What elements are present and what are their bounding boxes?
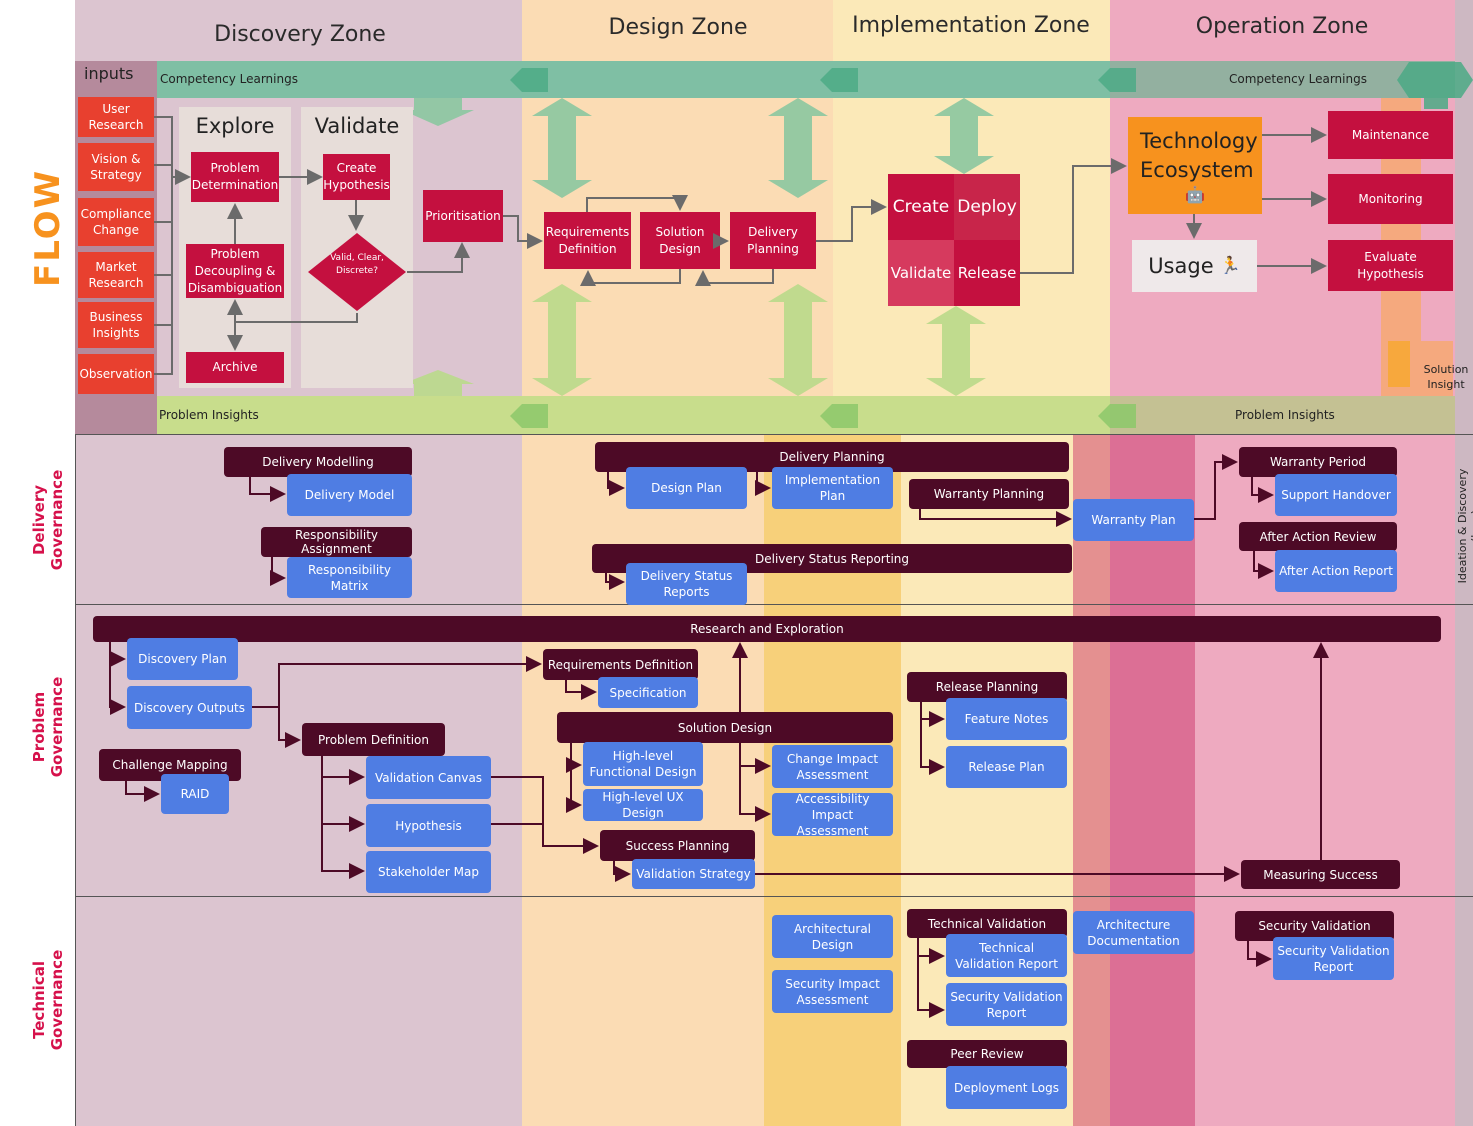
architecture-documentation[interactable]: Architecture Documentation [1073, 911, 1194, 954]
zone-title-operation: Operation Zone [1195, 14, 1369, 39]
technical-validation-report[interactable]: Technical Validation Report [946, 934, 1067, 977]
problem-insights-label-right: Problem Insights [1235, 408, 1335, 422]
delivery-model[interactable]: Delivery Model [287, 474, 412, 516]
validate-quad[interactable]: Validate [888, 240, 954, 306]
problem-definition[interactable]: Problem Definition [302, 723, 445, 756]
decision-diamond[interactable] [306, 231, 408, 313]
zone-title-design: Design Zone [608, 15, 748, 40]
maintenance-box[interactable]: Maintenance [1328, 111, 1453, 159]
release-quad[interactable]: Release [954, 240, 1020, 306]
research-exploration[interactable]: Research and Exploration [93, 616, 1441, 642]
requirements-definition-gov[interactable]: Requirements Definition [543, 649, 698, 680]
usage-box[interactable]: Usage 🏃 [1132, 240, 1257, 292]
input-business-insights[interactable]: Business Insights [78, 302, 154, 348]
archive-box[interactable]: Archive [186, 352, 284, 383]
monitoring-box[interactable]: Monitoring [1328, 174, 1453, 224]
tech-ecosystem-box[interactable]: Technology Ecosystem 🤖 [1128, 117, 1262, 214]
deploy-quad[interactable]: Deploy [954, 174, 1020, 240]
competency-label-right: Competency Learnings [1229, 72, 1367, 86]
zone-title-implementation: Implementation Zone [852, 13, 1090, 38]
deployment-logs[interactable]: Deployment Logs [946, 1066, 1067, 1109]
hl-functional-design[interactable]: High-level Functional Design [583, 742, 703, 786]
problem-insights-band-operation [1110, 396, 1455, 434]
security-validation-report-mid[interactable]: Security Validation Report [946, 983, 1067, 1026]
evaluate-hypothesis-box[interactable]: Evaluate Hypothesis [1328, 240, 1453, 291]
tech-ecosystem-label: Technology Ecosystem [1140, 129, 1258, 182]
create-hypothesis-box[interactable]: Create Hypothesis [323, 154, 390, 200]
input-observation[interactable]: Observation [78, 354, 154, 394]
competency-label-left: Competency Learnings [160, 72, 298, 86]
specification[interactable]: Specification [598, 677, 698, 708]
inputs-label: inputs [84, 64, 134, 83]
problem-insights-label-left: Problem Insights [159, 408, 259, 422]
delivery-planning-box[interactable]: Delivery Planning [730, 212, 816, 269]
explore-title: Explore [195, 114, 275, 138]
runner-icon: 🏃 [1219, 256, 1241, 276]
validate-title: Validate [314, 114, 400, 138]
operation-highlight-column [1110, 434, 1195, 1126]
release-planning[interactable]: Release Planning [907, 672, 1067, 702]
usage-label: Usage [1148, 254, 1214, 278]
security-validation[interactable]: Security Validation [1235, 911, 1394, 941]
design-plan[interactable]: Design Plan [626, 467, 747, 509]
requirements-definition-box[interactable]: Requirements Definition [544, 212, 631, 269]
warranty-planning[interactable]: Warranty Planning [909, 479, 1069, 509]
stakeholder-map[interactable]: Stakeholder Map [366, 851, 491, 893]
release-plan[interactable]: Release Plan [946, 746, 1067, 788]
input-vision-strategy[interactable]: Vision & Strategy [78, 143, 154, 191]
input-compliance-change[interactable]: Compliance Change [78, 198, 154, 246]
robot-icon: 🤖 [1185, 185, 1205, 204]
change-impact-assessment[interactable]: Change Impact Assessment [772, 745, 893, 788]
raid[interactable]: RAID [161, 774, 229, 814]
delivery-status-reports[interactable]: Delivery Status Reports [626, 563, 747, 605]
input-market-research[interactable]: Market Research [78, 252, 154, 298]
security-validation-report[interactable]: Security Validation Report [1273, 937, 1394, 980]
input-user-research[interactable]: User Research [78, 97, 154, 137]
validation-strategy[interactable]: Validation Strategy [632, 859, 755, 889]
left-border [75, 434, 76, 1126]
warranty-plan[interactable]: Warranty Plan [1073, 499, 1194, 541]
responsibility-matrix[interactable]: Responsibility Matrix [287, 557, 412, 598]
peer-review[interactable]: Peer Review [907, 1040, 1067, 1068]
discovery-plan[interactable]: Discovery Plan [127, 638, 238, 680]
zone-title-discovery: Discovery Zone [214, 22, 386, 47]
implementation-plan[interactable]: Implementation Plan [772, 467, 893, 509]
technical-validation[interactable]: Technical Validation [907, 909, 1067, 938]
solution-design-gov[interactable]: Solution Design [557, 712, 893, 743]
success-planning[interactable]: Success Planning [600, 830, 755, 861]
delivery-modelling[interactable]: Delivery Modelling [224, 447, 412, 477]
hl-ux-design[interactable]: High-level UX Design [583, 789, 703, 821]
architectural-design[interactable]: Architectural Design [772, 915, 893, 958]
band-arrows [402, 62, 1473, 428]
lane-divider-2 [75, 604, 1473, 605]
create-quad[interactable]: Create [888, 174, 954, 240]
feature-notes[interactable]: Feature Notes [946, 698, 1067, 740]
warranty-period[interactable]: Warranty Period [1239, 447, 1397, 477]
problem-determination-box[interactable]: Problem Determination [191, 152, 279, 202]
prioritisation-box[interactable]: Prioritisation [423, 190, 503, 242]
responsibility-assignment[interactable]: Responsibility Assignment [261, 527, 412, 557]
cdvr-block: Create Deploy Validate Release [888, 174, 1020, 306]
measuring-success[interactable]: Measuring Success [1241, 860, 1400, 889]
decision-label: Valid, Clear, Discrete? [330, 253, 384, 276]
accessibility-impact-assessment[interactable]: Accessibility Impact Assessment [772, 792, 893, 838]
after-action-review[interactable]: After Action Review [1239, 522, 1397, 551]
hypothesis[interactable]: Hypothesis [366, 804, 491, 847]
solution-design-box[interactable]: Solution Design [640, 212, 720, 269]
solution-insight-marker [1388, 341, 1410, 387]
problem-decoupling-box[interactable]: Problem Decoupling & Disambiguation [186, 244, 284, 298]
security-impact-assessment[interactable]: Security Impact Assessment [772, 970, 893, 1013]
discovery-outputs[interactable]: Discovery Outputs [127, 686, 252, 729]
flow-arrows [154, 116, 1327, 375]
warranty-highlight-column [1073, 434, 1110, 1126]
support-handover[interactable]: Support Handover [1275, 474, 1397, 516]
lane-divider-3 [75, 896, 1473, 897]
lane-divider-1 [75, 434, 1473, 435]
after-action-report[interactable]: After Action Report [1275, 550, 1397, 592]
right-edge-strip [1455, 0, 1473, 1126]
validation-canvas[interactable]: Validation Canvas [366, 756, 491, 799]
solution-insight-label: Solution Insight [1423, 363, 1469, 391]
